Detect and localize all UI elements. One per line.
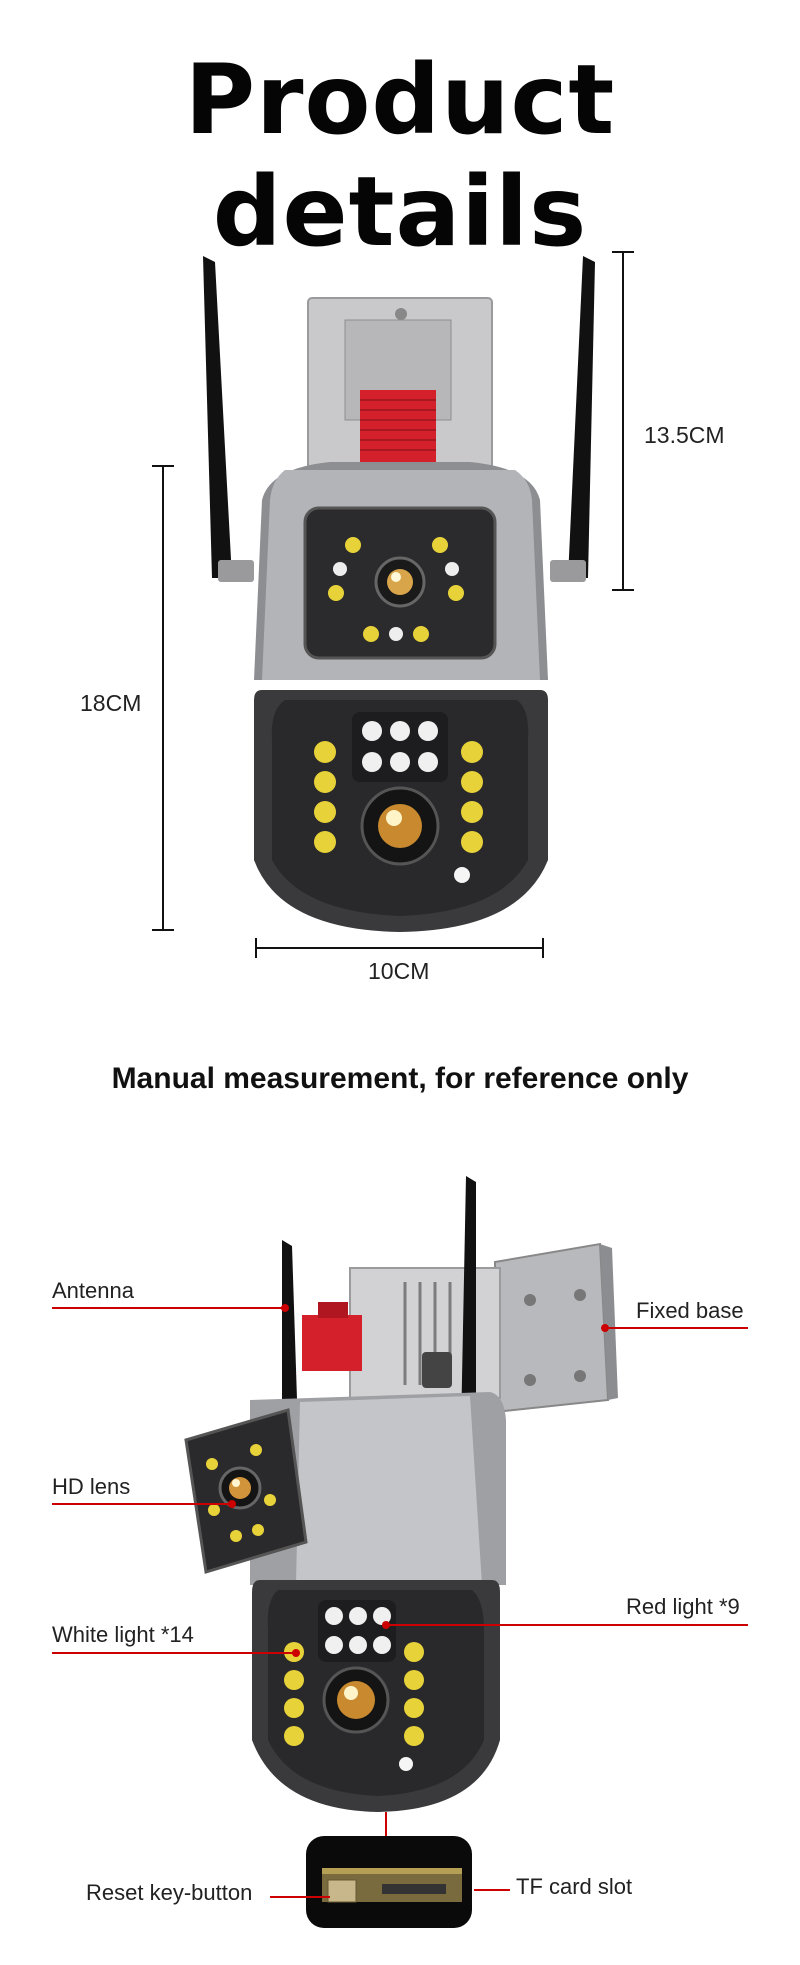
dimension-width: 10CM <box>368 958 430 984</box>
callout-white-light: White light *14 <box>52 1622 194 1647</box>
dimension-total-height: 18CM <box>80 690 142 716</box>
callout-tf-card-slot: TF card slot <box>516 1874 633 1899</box>
dimension-upper-height: 13.5CM <box>644 422 725 448</box>
measurement-note: Manual measurement, for reference only <box>111 1062 689 1095</box>
callout-reset-key: Reset key-button <box>86 1880 253 1905</box>
callout-antenna: Antenna <box>52 1278 134 1303</box>
callout-red-light: Red light *9 <box>626 1594 740 1619</box>
page-title: Product details <box>184 44 616 268</box>
callout-hd-lens: HD lens <box>52 1474 131 1499</box>
callout-fixed-base: Fixed base <box>636 1298 744 1323</box>
